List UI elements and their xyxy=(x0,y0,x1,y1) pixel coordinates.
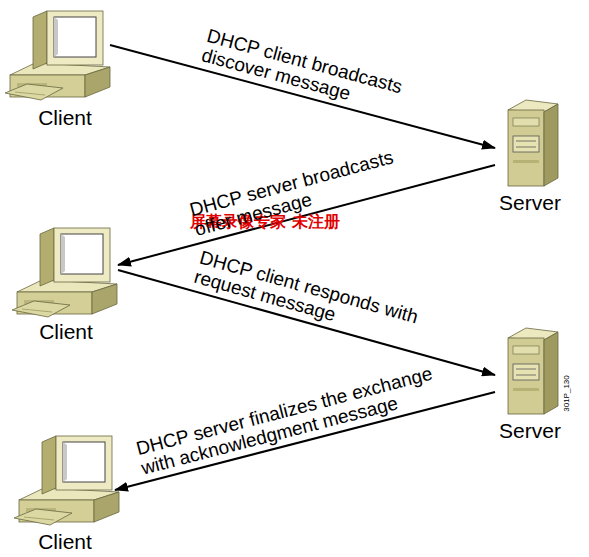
client-node: Client xyxy=(10,222,118,344)
client-node: Client xyxy=(5,5,110,130)
figure-code: 301P_130 xyxy=(562,375,571,411)
client-computer xyxy=(12,228,117,317)
server-tower xyxy=(508,328,558,414)
client-node: Client xyxy=(15,430,115,554)
client-computer xyxy=(5,11,110,100)
server-node: Server xyxy=(495,325,565,443)
node-label: Client xyxy=(20,106,110,130)
edge-label: DHCP server finalizes the exchange with … xyxy=(134,357,464,478)
node-label: Client xyxy=(15,530,115,554)
server-tower xyxy=(508,100,558,186)
node-label: Client xyxy=(14,320,118,344)
node-label: Server xyxy=(495,419,565,443)
client-computer xyxy=(14,436,119,525)
edge-label: DHCP client responds with request messag… xyxy=(192,248,434,351)
node-label: Server xyxy=(495,191,565,215)
server-node: Server xyxy=(495,95,565,215)
edge-label: DHCP client broadcasts discover message xyxy=(200,26,418,120)
